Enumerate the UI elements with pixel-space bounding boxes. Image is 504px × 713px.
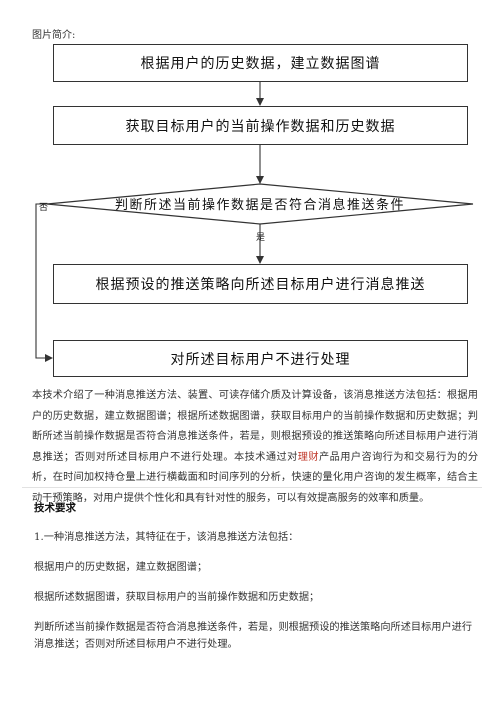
flow-no-label: 否 <box>39 203 49 213</box>
finance-link[interactable]: 理财 <box>297 451 320 463</box>
flowchart: 根据用户的历史数据，建立数据图谱 获取目标用户的当前操作数据和历史数据 判断所述… <box>35 44 474 377</box>
flowchart-connectors <box>35 82 474 362</box>
flow-step-build-graph: 根据用户的历史数据，建立数据图谱 <box>53 44 468 82</box>
flow-decision-label: 判断所述当前操作数据是否符合消息推送条件 <box>114 198 405 213</box>
summary-text-before: 本技术介绍了一种消息推送方法、装置、可读存储介质及计算设备，该消息推送方法包括：… <box>32 390 478 463</box>
summary-text-after: 产品用户咨询行为和交易行为的分析，在时间加权持仓量上进行横截面和时间序列的分析，… <box>32 451 479 504</box>
claim-item: 1.一种消息推送方法，其特征在于，该消息推送方法包括： <box>34 532 299 543</box>
claim-item: 根据所述数据图谱，获取目标用户的当前操作数据和历史数据； <box>34 592 320 603</box>
flow-step-push-message: 根据预设的推送策略向所述目标用户进行消息推送 <box>53 264 468 304</box>
decision-diamond <box>46 183 474 225</box>
flow-step-get-data: 获取目标用户的当前操作数据和历史数据 <box>53 106 468 145</box>
flow-step-no-action: 对所述目标用户不进行处理 <box>53 340 468 377</box>
claims-section: 技术要求 1.一种消息推送方法，其特征在于，该消息推送方法包括： 根据用户的历史… <box>34 500 479 666</box>
intro-label: 图片简介: <box>32 30 76 41</box>
claim-item: 根据用户的历史数据，建立数据图谱； <box>34 562 208 573</box>
claims-title: 技术要求 <box>34 502 76 514</box>
summary-paragraph: 本技术介绍了一种消息推送方法、装置、可读存储介质及计算设备，该消息推送方法包括：… <box>32 386 478 509</box>
flow-yes-label: 是 <box>256 233 266 243</box>
arrow-decision-no <box>35 203 53 362</box>
section-divider <box>22 487 482 488</box>
claim-item: 判断所述当前操作数据是否符合消息推送条件，若是，则根据预设的推送策略向所述目标用… <box>34 622 473 650</box>
